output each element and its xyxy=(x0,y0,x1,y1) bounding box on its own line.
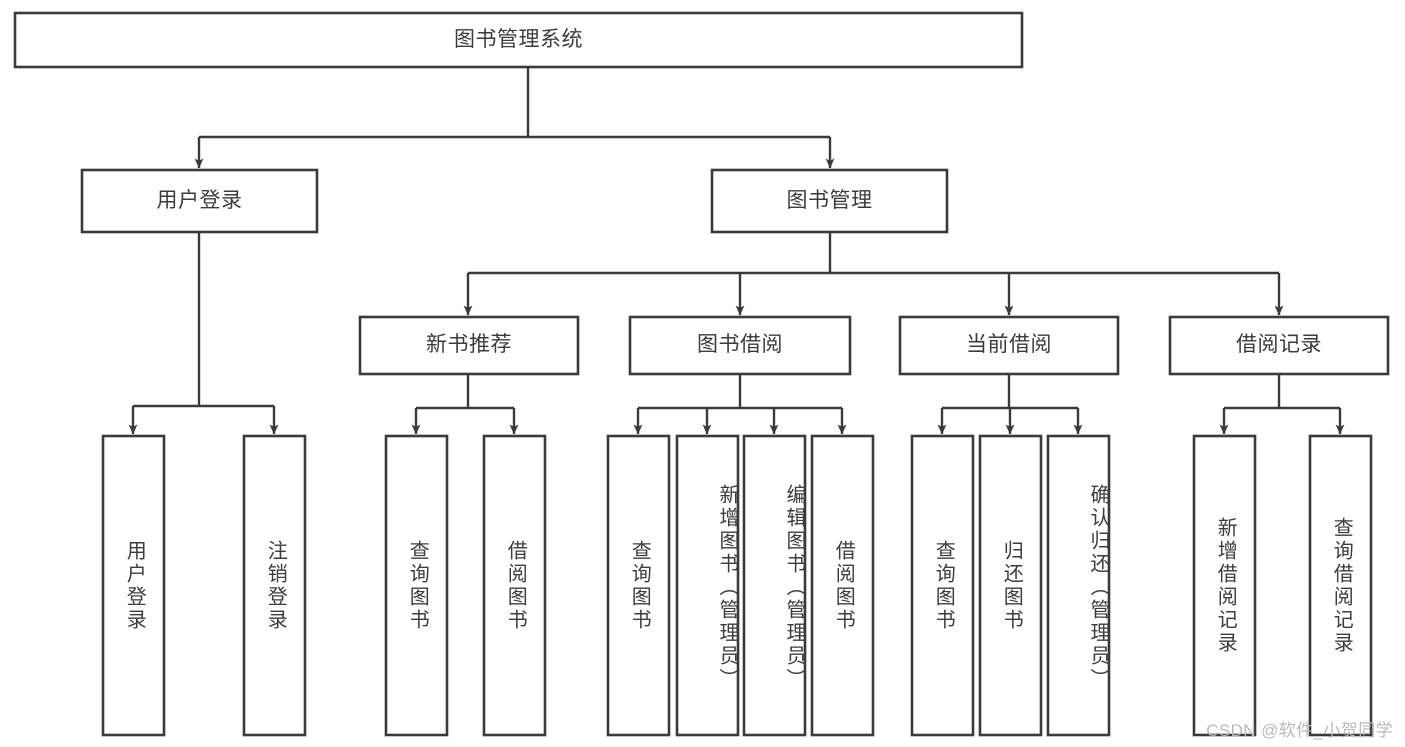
node-box-leaf-query-book-3[interactable] xyxy=(910,434,975,737)
node-box-current-borrow[interactable] xyxy=(898,315,1120,376)
node-box-book-manage[interactable] xyxy=(710,168,949,234)
node-box-root[interactable] xyxy=(13,11,1024,69)
node-box-leaf-query-book-1[interactable] xyxy=(384,434,449,737)
node-box-new-book-recommend[interactable] xyxy=(358,315,580,376)
node-box-user-login[interactable] xyxy=(80,168,319,234)
node-box-leaf-confirm-return-admin[interactable] xyxy=(1046,434,1111,737)
node-box-book-borrow[interactable] xyxy=(628,315,852,376)
node-box-leaf-query-borrow-record[interactable] xyxy=(1308,434,1373,737)
node-box-leaf-user-login[interactable] xyxy=(101,434,166,737)
node-box-leaf-query-book-2[interactable] xyxy=(606,434,671,737)
node-box-leaf-add-borrow-record[interactable] xyxy=(1192,434,1257,737)
node-box-leaf-borrow-book-1[interactable] xyxy=(482,434,547,737)
node-box-leaf-borrow-book-2[interactable] xyxy=(810,434,875,737)
node-box-leaf-edit-book-admin[interactable] xyxy=(742,434,807,737)
node-box-leaf-logout[interactable] xyxy=(242,434,307,737)
node-box-borrow-record[interactable] xyxy=(1168,315,1390,376)
node-box-leaf-add-book-admin[interactable] xyxy=(675,434,740,737)
watermark-text: CSDN @软件_小贺同学 xyxy=(1206,721,1393,740)
node-box-leaf-return-book[interactable] xyxy=(978,434,1043,737)
